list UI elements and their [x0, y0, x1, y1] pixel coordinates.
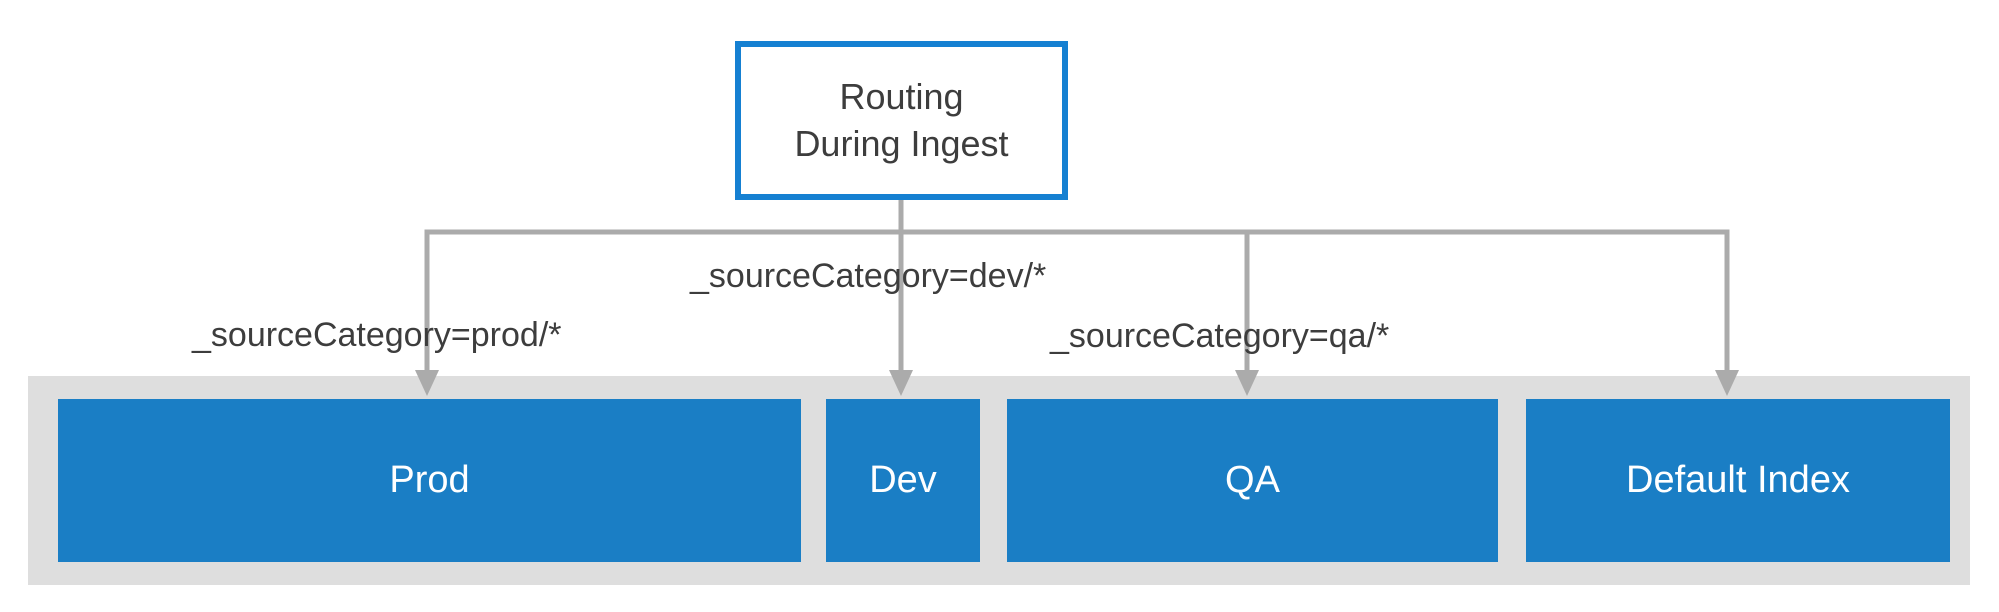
- edge-label-dev: _sourceCategory=dev/*: [690, 257, 1047, 295]
- index-box-default-index: Default Index: [1526, 399, 1950, 562]
- edge-label-qa: _sourceCategory=qa/*: [1050, 317, 1390, 355]
- index-box-dev: Dev: [826, 399, 980, 562]
- root-node-label: Routing During Ingest: [794, 75, 1009, 164]
- index-box-qa-label: QA: [1225, 459, 1280, 501]
- index-box-qa: QA: [1007, 399, 1498, 562]
- node-routing-during-ingest: Routing During Ingest: [735, 41, 1068, 200]
- edge-label-prod: _sourceCategory=prod/*: [192, 316, 562, 354]
- index-box-dev-label: Dev: [869, 459, 937, 501]
- index-box-prod: Prod: [58, 399, 801, 562]
- index-box-prod-label: Prod: [389, 459, 470, 501]
- index-box-default-index-label: Default Index: [1626, 459, 1850, 501]
